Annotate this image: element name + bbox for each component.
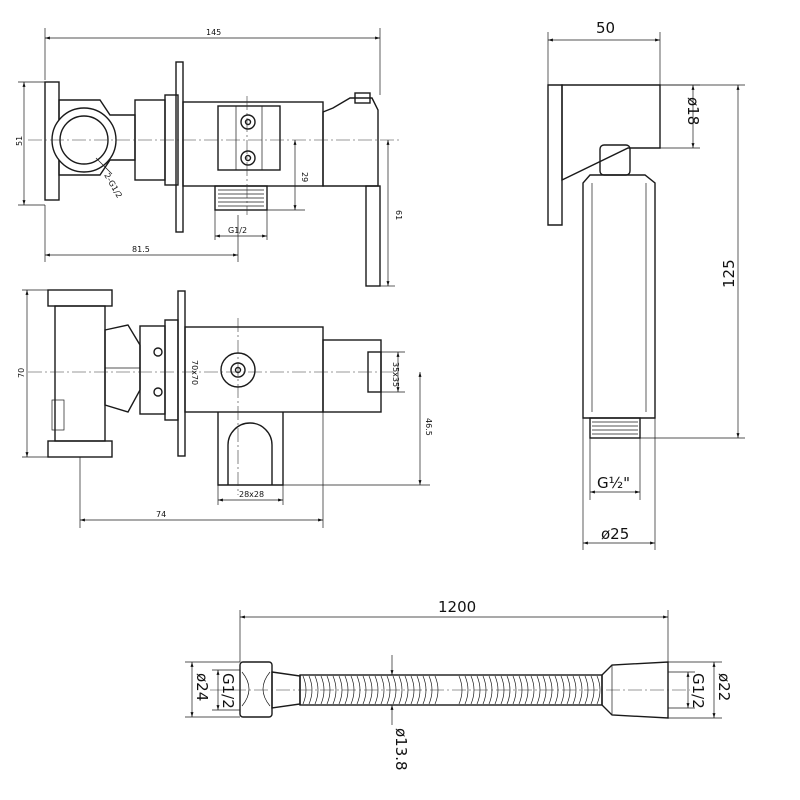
top-view: 145 51 2-G1/2 81.5 G1/2 29 61 xyxy=(15,28,403,287)
shower-plate xyxy=(547,84,563,226)
dim-shower-bottom-diameter: ø25 xyxy=(601,525,629,543)
lever-block xyxy=(322,339,382,413)
front-view: 70 70x70 35x35 46.5 28x28 74 xyxy=(17,289,433,528)
dim-hose-right-diameter: ø22 xyxy=(715,673,733,701)
shower-holder xyxy=(217,412,284,486)
dim-hose-left-diameter: ø24 xyxy=(193,673,211,701)
front-wall-plate xyxy=(177,290,186,457)
dim-hose-inner-diameter: ø13.8 xyxy=(392,728,410,771)
dim-hose-length: 1200 xyxy=(438,598,476,616)
lever-cap xyxy=(322,97,379,187)
shower-thread xyxy=(589,417,641,439)
screw-bottom xyxy=(240,150,256,166)
dim-depth: 46.5 xyxy=(424,418,433,436)
shower-handle xyxy=(582,174,656,419)
shower-head-top xyxy=(561,84,661,182)
dim-holder: 28x28 xyxy=(239,490,264,499)
dim-plate: 70x70 xyxy=(190,360,199,385)
dim-square: 35x35 xyxy=(391,362,400,387)
dim-hose-left-thread: G1/2 xyxy=(219,673,237,709)
dim-top-width: 145 xyxy=(206,28,221,37)
threaded-outlet xyxy=(214,185,268,211)
dim-outlet-thread: G1/2 xyxy=(228,226,247,235)
hand-shower: 50 ø18 125 G½" ø25 xyxy=(547,19,745,550)
dim-shower-top-diameter: ø18 xyxy=(684,97,702,125)
dim-inlet-thread: 2-G1/2 xyxy=(102,172,123,200)
dim-front-offset: 74 xyxy=(156,510,166,519)
dim-top-offset: 81.5 xyxy=(132,245,150,254)
inlet-pipe xyxy=(54,305,106,442)
hose-left-nut xyxy=(239,661,273,718)
dim-hose-right-thread: G1/2 xyxy=(689,673,707,709)
dim-front-height: 70 xyxy=(17,368,26,378)
dim-top-height: 51 xyxy=(15,136,24,146)
dim-shower-width: 50 xyxy=(596,19,615,37)
dim-outlet-height: 29 xyxy=(300,172,309,182)
wall-plate xyxy=(175,61,184,233)
hex-nut xyxy=(104,324,141,413)
hose: 1200 ø24 G1/2 ø13.8 G1/2 ø22 xyxy=(185,598,733,771)
lever-handle xyxy=(365,185,381,287)
dim-lever-height: 61 xyxy=(394,210,403,220)
front-body xyxy=(184,326,324,413)
screw-top xyxy=(240,114,256,130)
dim-shower-length: 125 xyxy=(720,259,738,288)
dim-shower-thread: G½" xyxy=(597,474,630,492)
